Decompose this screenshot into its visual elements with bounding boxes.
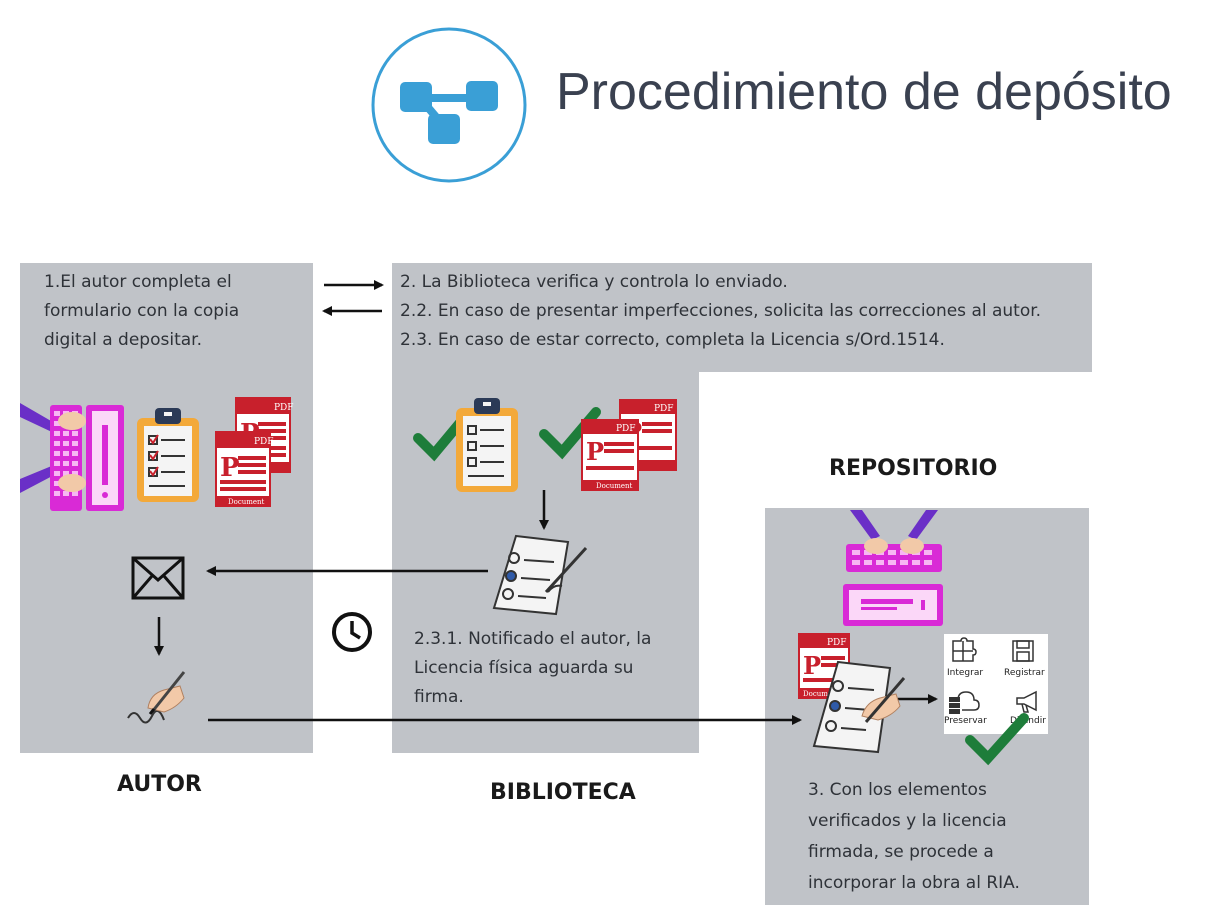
signed-license-icon bbox=[812, 660, 906, 754]
svg-text:P: P bbox=[220, 453, 240, 483]
megaphone-icon bbox=[1016, 690, 1037, 713]
step3-text: 3. Con los elementos verificados y la li… bbox=[808, 780, 1020, 893]
step2-text: 2. La Biblioteca verifica y controla lo … bbox=[400, 272, 1042, 350]
save-icon bbox=[1012, 640, 1034, 662]
biblioteca-panel-top bbox=[392, 263, 1092, 372]
envelope-icon bbox=[131, 556, 185, 600]
check-icon bbox=[413, 413, 469, 462]
checklist-clipboard-icon bbox=[137, 408, 199, 502]
page-title: Procedimiento de depósito bbox=[556, 63, 1172, 121]
logo bbox=[370, 26, 528, 184]
clock-icon bbox=[332, 612, 372, 652]
check-icon bbox=[965, 713, 1029, 766]
svg-text:P: P bbox=[803, 651, 821, 680]
pdf-documents-icon: PDF P PDF P Document bbox=[215, 397, 294, 507]
action-preservar-label: Preservar bbox=[944, 716, 987, 726]
biblioteca-heading: BIBLIOTECA bbox=[490, 780, 636, 805]
svg-text:Document: Document bbox=[596, 482, 633, 490]
action-registrar-label: Registrar bbox=[1004, 668, 1045, 678]
monitor-icon bbox=[843, 584, 943, 626]
action-integrar-label: Integrar bbox=[947, 668, 984, 678]
license-form-icon bbox=[492, 534, 588, 616]
pdf-documents-icon: PDF P PDF P Document bbox=[581, 399, 677, 491]
keyboard-hands-icon bbox=[20, 403, 124, 511]
svg-text:PDF: PDF bbox=[654, 404, 674, 414]
cloud-server-icon bbox=[949, 691, 980, 714]
svg-text:PDF: PDF bbox=[274, 403, 294, 413]
signing-hand-icon bbox=[127, 671, 186, 724]
svg-text:PDF: PDF bbox=[616, 424, 636, 434]
keyboard-hands-icon bbox=[846, 510, 942, 572]
step1-text: 1.El autor completa el formulario con la… bbox=[44, 272, 240, 350]
svg-text:Document: Document bbox=[228, 498, 265, 506]
svg-text:PDF: PDF bbox=[827, 638, 847, 648]
workflow-icon bbox=[371, 27, 527, 183]
svg-text:P: P bbox=[586, 437, 604, 466]
svg-text:PDF: PDF bbox=[254, 437, 274, 447]
svg-text:Document: Document bbox=[803, 690, 840, 698]
puzzle-icon bbox=[952, 637, 977, 662]
step231-text: 2.3.1. Notificado el autor, la Licencia … bbox=[414, 629, 652, 707]
repositorio-heading: REPOSITORIO bbox=[829, 456, 998, 481]
checklist-clipboard-icon bbox=[456, 398, 518, 492]
autor-heading: AUTOR bbox=[117, 772, 202, 797]
